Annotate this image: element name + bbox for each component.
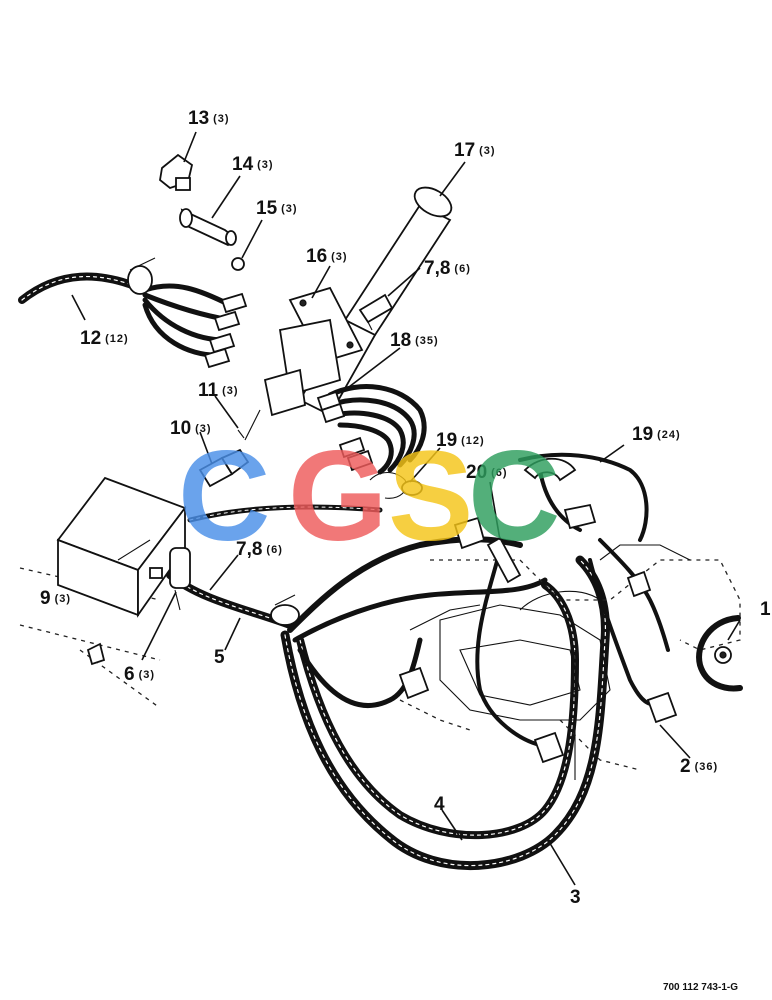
callout-quantity: (3) (139, 669, 155, 681)
callout-c9: 9 (3) (40, 588, 71, 609)
callout-number: 11 (198, 380, 219, 401)
callout-number: 12 (80, 328, 101, 349)
sensor-2c (646, 691, 678, 724)
callout-number: 17 (454, 140, 475, 161)
callout-c2: 2 (36) (680, 756, 718, 777)
callout-c16: 16 (3) (306, 246, 348, 267)
callout-c5: 5 (214, 647, 225, 668)
sensor-2d (626, 570, 652, 598)
clamp-19 (369, 471, 423, 499)
nut-13 (159, 153, 194, 191)
callout-quantity: (35) (415, 335, 439, 347)
drawing-id: 700 112 743-1-G (663, 982, 738, 993)
callout-number: 13 (188, 108, 209, 129)
leader-lines (71, 131, 741, 886)
watermark-letter-1: C (178, 425, 270, 568)
callout-quantity: (3) (222, 385, 238, 397)
callout-number: 9 (40, 588, 51, 609)
bracket-19b (523, 457, 597, 530)
callout-c1: 1 (760, 599, 771, 620)
fitting-10 (198, 448, 250, 488)
callout-quantity: (6) (491, 467, 507, 479)
wire-bundle-18 (316, 384, 427, 475)
callout-number: 7,8 (424, 258, 450, 279)
callout-number: 6 (124, 664, 135, 685)
callout-number: 7,8 (236, 539, 262, 560)
callout-c17: 17 (3) (454, 140, 496, 161)
callout-number: 18 (390, 330, 411, 351)
callout-c78b: 7,8 (6) (236, 539, 283, 560)
callout-c19a: 19 (12) (436, 430, 485, 451)
callout-quantity: (24) (657, 429, 681, 441)
callout-c6: 6 (3) (124, 664, 155, 685)
callout-c11: 11(3) (198, 380, 239, 401)
watermark: C G S C (178, 425, 560, 568)
callout-quantity: (6) (454, 263, 470, 275)
callout-c19b: 19 (24) (632, 424, 681, 445)
sleeve-14 (179, 208, 237, 247)
callout-number: 16 (306, 246, 327, 267)
pin-11 (237, 429, 245, 439)
callout-c14: 14(3) (232, 154, 274, 175)
watermark-letter-2: G (288, 425, 388, 568)
watermark-letter-4: C (468, 425, 560, 568)
callout-quantity: (6) (266, 544, 282, 556)
callout-c18: 18 (35) (390, 330, 439, 351)
callout-c4: 4 (434, 794, 445, 815)
sensor-2b (533, 731, 565, 764)
callout-number: 5 (214, 647, 225, 668)
callout-quantity: (12) (461, 435, 485, 447)
callout-c3: 3 (570, 887, 581, 908)
callout-number: 20 (466, 462, 487, 483)
callout-number: 19 (436, 430, 457, 451)
callout-quantity: (3) (55, 593, 71, 605)
bolt-7-8-upper (358, 293, 394, 331)
callout-c78a: 7,8 (6) (424, 258, 471, 279)
sensor-2a (398, 666, 430, 700)
flange-16 (244, 286, 364, 441)
ring-15 (231, 257, 245, 271)
connector-6 (169, 547, 191, 611)
callout-quantity: (3) (257, 159, 273, 171)
harness-cable-3 (280, 555, 610, 870)
callout-quantity: (3) (213, 113, 229, 125)
callout-number: 3 (570, 887, 581, 908)
callout-c12: 12 (12) (80, 328, 129, 349)
callout-number: 14 (232, 154, 254, 175)
callout-number: 10 (170, 418, 191, 439)
callout-c13: 13 (3) (188, 108, 230, 129)
callout-number: 4 (434, 794, 445, 815)
callout-quantity: (3) (281, 203, 297, 215)
engine-block (399, 544, 741, 780)
watermark-letter-3: S (388, 425, 473, 568)
cable-clamp-5 (270, 594, 300, 626)
callout-labels: 12(36)3456(3)7,8(6)7,8(6)9(3)10(3)11(3)1… (40, 108, 771, 908)
junction-box (56, 476, 187, 666)
callout-quantity: (12) (105, 333, 129, 345)
callout-quantity: (36) (695, 761, 719, 773)
terminals-lower (338, 436, 374, 472)
callout-c10: 10 (3) (170, 418, 212, 439)
callout-quantity: (3) (331, 251, 347, 263)
callout-c20: 20 (6) (466, 462, 508, 483)
callout-number: 19 (632, 424, 653, 445)
callout-number: 15 (256, 198, 278, 219)
connector-20 (453, 516, 522, 584)
callout-quantity: (3) (195, 423, 211, 435)
terminals-upper (203, 292, 248, 369)
callout-number: 1 (760, 599, 771, 620)
callout-c15: 15(3) (256, 198, 298, 219)
harness-cable-4 (296, 581, 579, 840)
callout-quantity: (3) (479, 145, 495, 157)
callout-number: 2 (680, 756, 691, 777)
round-connector-1 (696, 615, 743, 692)
